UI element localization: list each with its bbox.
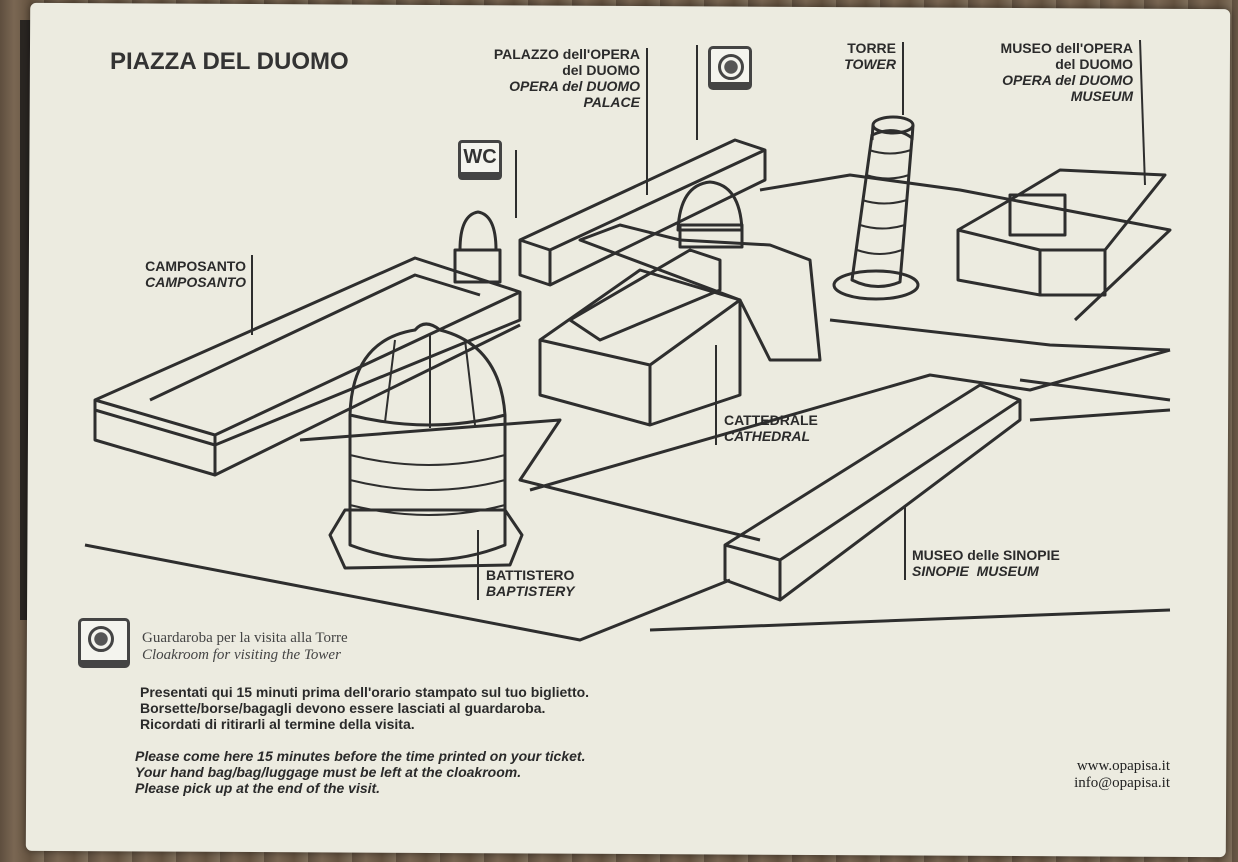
label-line: MUSEO delle SINOPIE [912,547,1060,563]
label-line: TORRE [847,40,896,56]
label-line: BATTISTERO [486,567,575,583]
paths [84,173,1172,642]
email: info@opapisa.it [1074,775,1170,791]
leaning-tower [832,115,920,301]
legend-en: Cloakroom for visiting the Tower [142,647,341,663]
note-line: Ricordati di ritirarli al termine della … [140,716,415,732]
label-line: MUSEUM [1070,88,1133,104]
cloakroom-icon [708,46,752,90]
label-line: PALACE [583,94,640,110]
label-camposanto: CAMPOSANTO CAMPOSANTO [100,258,246,290]
label-line: del DUOMO [562,62,640,78]
label-line: CATTEDRALE [724,412,818,428]
sinopie-building [723,383,1022,602]
note-line: Please pick up at the end of the visit. [135,780,381,796]
label-line: MUSEO dell'OPERA [1000,40,1133,56]
label-line: TOWER [844,56,896,72]
label-museo-opera: MUSEO dell'OPERA del DUOMO OPERA del DUO… [935,40,1133,104]
cathedral-building [538,180,822,427]
label-battistero: BATTISTERO BAPTISTERY [486,567,574,599]
label-line: OPERA del DUOMO [1002,72,1133,88]
legend-it: Guardaroba per la visita alla Torre [142,630,348,646]
notes-english: Please come here 15 minutes before the t… [135,748,585,796]
museo-opera-building [956,168,1167,297]
legend: Guardaroba per la visita alla Torre Cloa… [142,630,348,664]
note-line: Your hand bag/bag/luggage must be left a… [135,764,522,780]
label-cattedrale: CATTEDRALE CATHEDRAL [724,412,818,444]
leader-lines [251,39,1146,600]
wc-icon: WC [458,140,502,180]
note-line: Borsette/borse/bagagli devono essere las… [140,700,546,716]
note-line: Please come here 15 minutes before the t… [135,748,586,764]
baptistery-building [328,322,524,570]
label-line: CATHEDRAL [724,428,811,444]
contact: www.opapisa.it info@opapisa.it [1000,758,1170,792]
label-line: CAMPOSANTO [145,258,246,274]
label-line: SINOPIE MUSEUM [912,563,1039,579]
notes-italian: Presentati qui 15 minuti prima dell'orar… [140,684,589,732]
palazzo-building [518,138,767,287]
map-title: PIAZZA DEL DUOMO [110,48,349,75]
camposanto-building [93,256,522,477]
website: www.opapisa.it [1076,758,1170,774]
label-line: del DUOMO [1055,56,1133,72]
label-torre: TORRE TOWER [800,40,896,72]
label-line: BAPTISTERY [486,583,575,599]
label-line: CAMPOSANTO [145,274,246,290]
label-line: OPERA del DUOMO [509,78,640,94]
small-dome-building [453,210,502,284]
note-line: Presentati qui 15 minuti prima dell'orar… [140,684,590,700]
label-sinopie: MUSEO delle SINOPIE SINOPIE MUSEUM [912,547,1060,579]
label-line: PALAZZO dell'OPERA [493,46,640,62]
legend-cloakroom-icon [78,618,130,668]
label-palazzo: PALAZZO dell'OPERA del DUOMO OPERA del D… [440,46,640,110]
